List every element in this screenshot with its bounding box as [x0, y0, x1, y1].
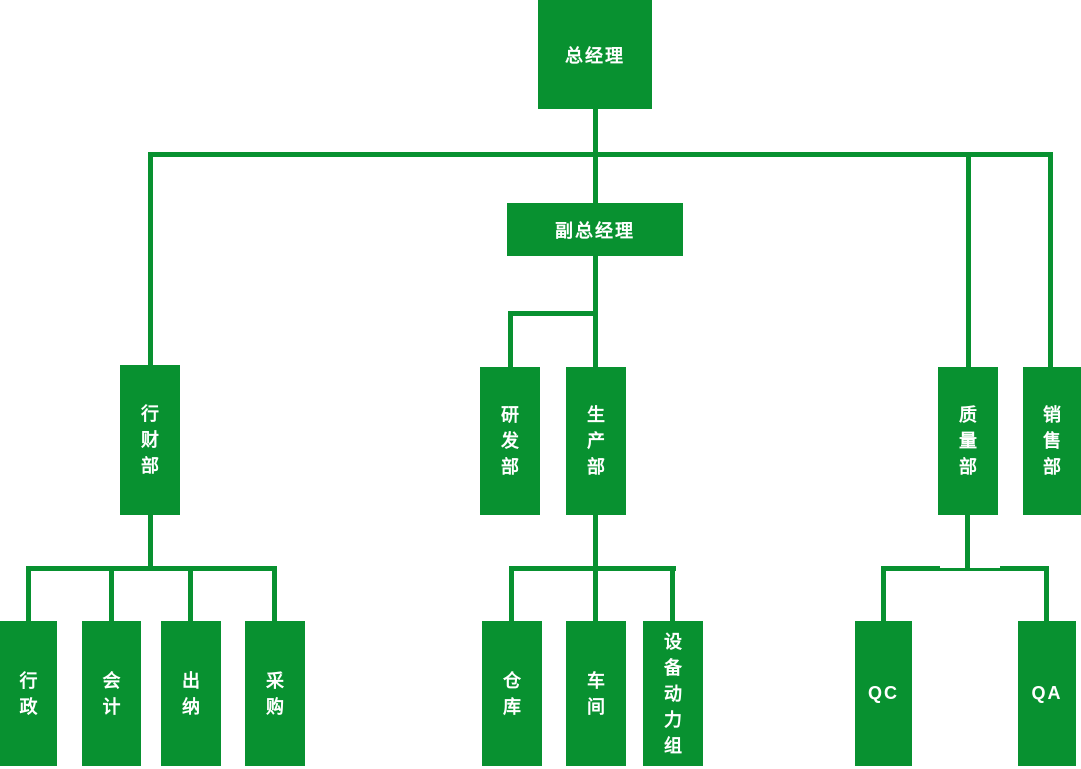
connector-segment	[26, 566, 31, 621]
node-general-manager[interactable]: 总经理	[538, 0, 652, 109]
node-label: 质量部	[959, 405, 977, 477]
node-administration[interactable]: 行政	[0, 621, 57, 766]
node-label: QC	[868, 683, 899, 703]
node-workshop[interactable]: 车间	[566, 621, 626, 766]
connector-segment	[508, 311, 598, 316]
connector-segment	[593, 566, 598, 621]
node-procurement[interactable]: 采购	[245, 621, 305, 766]
node-qa[interactable]: QA	[1018, 621, 1076, 766]
node-label: 研发部	[501, 405, 519, 477]
node-accounting[interactable]: 会计	[82, 621, 141, 766]
connector-segment	[26, 566, 277, 571]
node-cashier[interactable]: 出纳	[161, 621, 221, 766]
connector-segment	[272, 566, 277, 621]
connector-segment	[881, 566, 886, 621]
node-warehouse[interactable]: 仓库	[482, 621, 542, 766]
node-qc[interactable]: QC	[855, 621, 912, 766]
node-sales-dept[interactable]: 销售部	[1023, 367, 1081, 515]
node-label: 销售部	[1043, 405, 1061, 477]
node-quality-dept[interactable]: 质量部	[938, 367, 998, 515]
node-equipment-power-group[interactable]: 设备动力组	[643, 621, 703, 766]
connector-segment	[1044, 566, 1049, 621]
connector-segment	[149, 152, 1053, 157]
node-finance-admin-dept[interactable]: 行财部	[120, 365, 180, 515]
node-label: 行财部	[141, 404, 159, 476]
connector-segment	[148, 515, 153, 571]
node-label: 仓库	[503, 670, 521, 717]
connector-segment	[881, 566, 1048, 571]
node-deputy-general-manager[interactable]: 副总经理	[507, 203, 683, 256]
connector-segment	[670, 566, 675, 621]
connector-segment	[509, 566, 514, 621]
connector-segment	[509, 566, 676, 571]
node-rd-dept[interactable]: 研发部	[480, 367, 540, 515]
node-label: 副总经理	[555, 220, 635, 241]
connector-segment	[593, 515, 598, 571]
connector-segment	[148, 152, 153, 365]
connector-segment	[109, 566, 114, 621]
node-label: QA	[1031, 683, 1063, 703]
node-label: 出纳	[182, 670, 200, 717]
node-label: 采购	[266, 670, 284, 717]
node-label: 总经理	[565, 45, 625, 66]
node-production-dept[interactable]: 生产部	[566, 367, 626, 515]
node-label: 设备动力组	[664, 631, 682, 756]
node-label: 生产部	[587, 405, 605, 477]
connector-segment	[508, 311, 513, 367]
node-label: 会计	[102, 670, 121, 717]
connector-segment	[1048, 152, 1053, 367]
node-label: 车间	[587, 670, 605, 717]
connector-segment	[188, 566, 193, 621]
connector-segment	[966, 152, 971, 367]
node-label: 行政	[19, 670, 38, 717]
connector-segment	[965, 515, 970, 571]
connector-mask	[940, 566, 1000, 568]
